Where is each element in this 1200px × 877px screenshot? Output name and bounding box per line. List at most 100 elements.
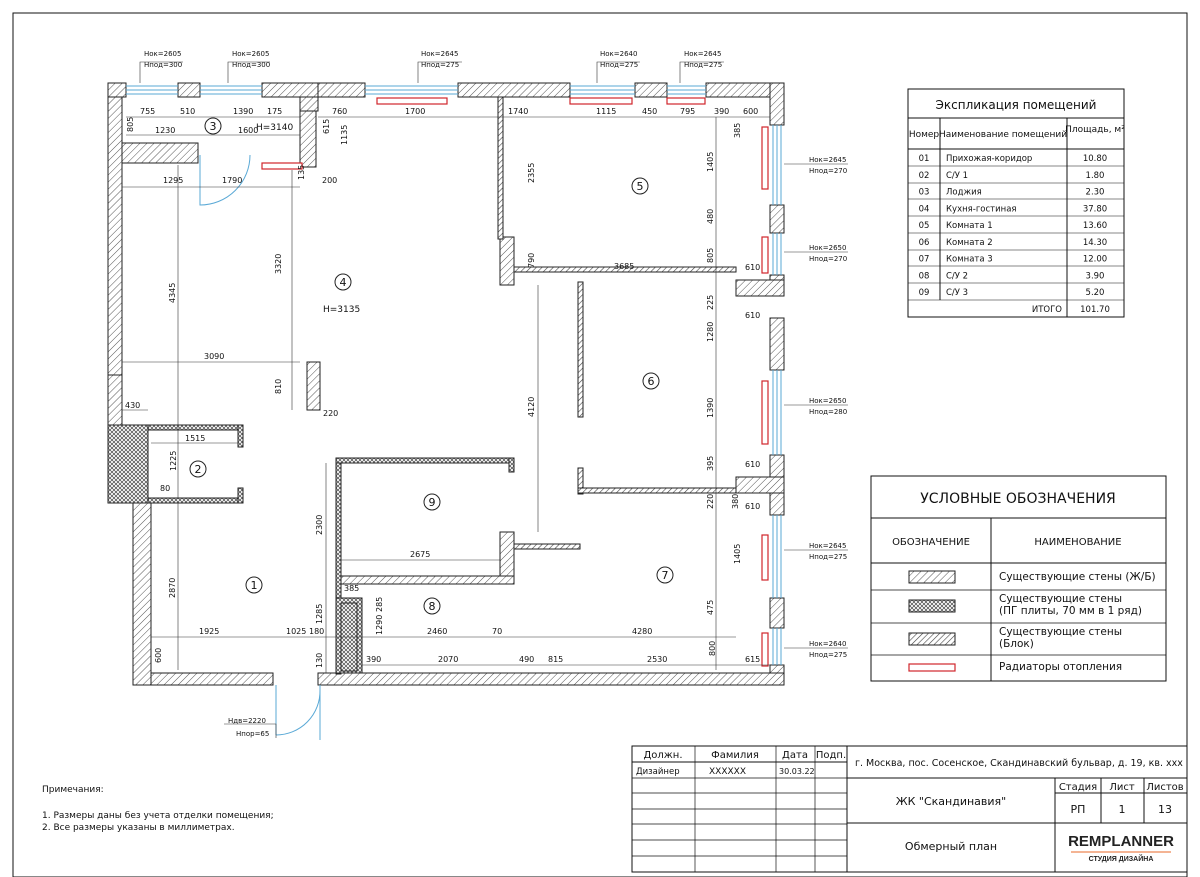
window-labels: Hок=2605 Hпод=300 Hок=2605 Hпод=300 Hок=… [144, 50, 847, 738]
explication-row-name: Комната 3 [946, 255, 993, 265]
explication-row-area: 10.80 [1083, 154, 1107, 164]
dim: 490 [519, 655, 534, 664]
window-leaders [139, 61, 848, 738]
explication-row-name: Комната 2 [946, 238, 993, 248]
doors [199, 154, 321, 740]
window-4-hpod: Hпод=275 [600, 61, 638, 69]
dim: 1230 [155, 126, 175, 135]
tb-col-position: Должн. [643, 750, 682, 761]
dim: 760 [332, 107, 347, 116]
entry-door-threshold: Hпор=65 [236, 730, 269, 738]
explication-row-name: Лоджия [946, 188, 982, 198]
dimension-lines [122, 116, 770, 673]
dim: 385 [733, 123, 742, 138]
dim: 385 [344, 584, 359, 593]
dim: 70 [492, 627, 502, 636]
room-4-height: H=3135 [323, 305, 360, 315]
window-7-hok: Hок=2650 [809, 244, 846, 252]
room-5-number: 5 [637, 180, 644, 193]
dim: 815 [548, 655, 563, 664]
legend-item-label: Существующие стены [999, 626, 1122, 638]
dim: 1790 [222, 176, 242, 185]
room-2-number: 2 [195, 463, 202, 476]
dim: 2870 [168, 578, 177, 598]
dim: 480 [706, 209, 715, 224]
tb-col-surname: Фамилия [711, 750, 759, 761]
dim: 2675 [410, 550, 430, 559]
window-10-hok: Hок=2640 [809, 640, 846, 648]
dim: 600 [154, 648, 163, 663]
explication-row-area: 12.00 [1083, 255, 1107, 265]
explication-row-number: 02 [919, 171, 930, 181]
window-10-hpod: Hпод=275 [809, 651, 847, 659]
col-header-number: Номер [909, 130, 940, 140]
dim: 2070 [438, 655, 458, 664]
dim: 610 [745, 460, 760, 469]
legend-labels: Существующие стены (Ж/Б) Существующие сте… [999, 571, 1156, 673]
room-6-number: 6 [648, 375, 655, 388]
dim: 600 [743, 107, 758, 116]
legend-item-label: (Блок) [999, 638, 1034, 650]
radiators [261, 97, 769, 667]
tb-stage-label: Стадия [1059, 782, 1097, 793]
dim: 80 [160, 484, 170, 493]
dim: 220 [323, 409, 338, 418]
dim: 135 [297, 165, 306, 180]
explication-total-value: 101.70 [1080, 305, 1110, 315]
tb-role: Дизайнер [636, 767, 680, 777]
window-3-hok: Hок=2645 [421, 50, 458, 58]
dim: 790 [527, 253, 536, 268]
room-1-number: 1 [251, 579, 258, 592]
dim: 615 [322, 119, 331, 134]
window-6-hok: Hок=2645 [809, 156, 846, 164]
legend-title: УСЛОВНЫЕ ОБОЗНАЧЕНИЯ [920, 491, 1116, 507]
dim: 225 [706, 295, 715, 310]
window-2-hok: Hок=2605 [232, 50, 269, 58]
dim: 285 [375, 597, 384, 612]
col-header-name: Наименование помещений [939, 130, 1067, 140]
room-4-number: 4 [340, 276, 347, 289]
dim: 1285 [315, 604, 324, 624]
tb-col-signature: Подп. [816, 750, 846, 761]
explication-row-number: 03 [919, 188, 930, 198]
tb-date: 30.03.22 [779, 767, 815, 776]
tb-sheets: 13 [1158, 803, 1172, 816]
window-5-hpod: Hпод=275 [684, 61, 722, 69]
tb-sheet: 1 [1119, 803, 1126, 816]
dim: 450 [642, 107, 657, 116]
explication-row-area: 13.60 [1083, 221, 1107, 231]
window-6-hpod: Hпод=270 [809, 167, 847, 175]
explication-row-number: 08 [919, 271, 930, 281]
tb-drawing-title: Обмерный план [905, 840, 997, 853]
notes-title: Примечания: [42, 785, 104, 795]
dim: 615 [745, 655, 760, 664]
legend-swatch-radiator [908, 663, 956, 672]
explication-row-area: 5.20 [1086, 288, 1105, 298]
room-9-number: 9 [429, 496, 436, 509]
dimension-values: 755 510 1390 175 805 1230 1600 760 615 1… [125, 107, 760, 668]
explication-row-name: Прихожая-коридор [946, 154, 1032, 164]
window-2-hpod: Hпод=300 [232, 61, 270, 69]
legend-swatch-rc [908, 570, 956, 584]
dim: 1390 [706, 398, 715, 418]
tb-address: г. Москва, пос. Сосенское, Скандинавский… [855, 758, 1183, 769]
dim: 390 [714, 107, 729, 116]
legend: УСЛОВНЫЕ ОБОЗНАЧЕНИЯ ОБОЗНАЧЕНИЕ НАИМЕНО… [870, 475, 1167, 682]
logo-wordmark: REMPLANNER [1068, 833, 1174, 850]
logo-tagline: СТУДИЯ ДИЗАЙНА [1089, 854, 1154, 863]
explication-row-area: 2.30 [1086, 188, 1105, 198]
room-7-number: 7 [662, 569, 669, 582]
tb-sheet-label: Лист [1109, 782, 1135, 793]
dim: 475 [706, 600, 715, 615]
explication-title: Экспликация помещений [936, 98, 1097, 112]
legend-item-label: Существующие стены (Ж/Б) [999, 571, 1156, 583]
remplanner-logo: REMPLANNER СТУДИЯ ДИЗАЙНА [1068, 833, 1174, 863]
pg-walls [107, 424, 515, 675]
window-8-hpod: Hпод=280 [809, 408, 847, 416]
explication-row-number: 01 [919, 154, 930, 164]
dim: 2300 [315, 515, 324, 535]
explication-row-name: С/У 3 [946, 288, 968, 298]
dim: 610 [745, 311, 760, 320]
